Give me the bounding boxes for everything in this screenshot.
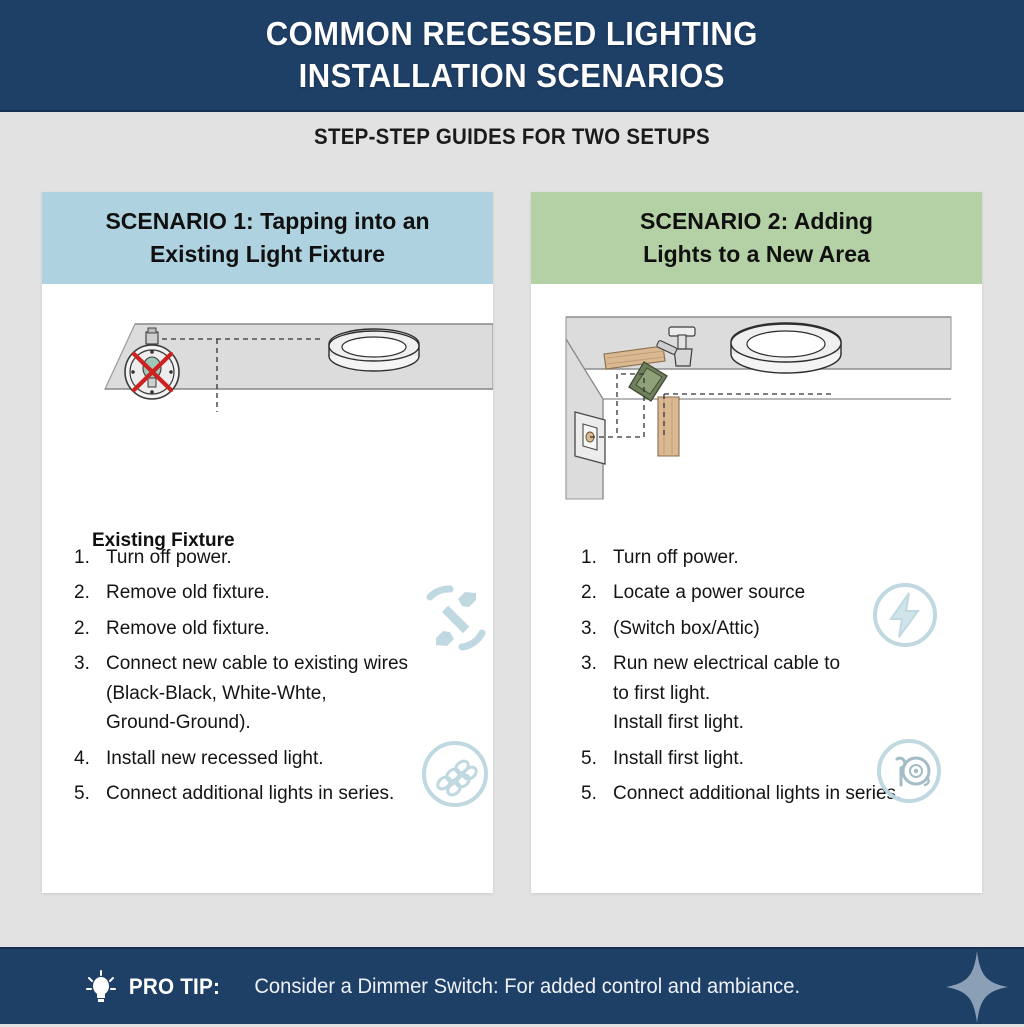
step-item: 1. Turn off power.	[571, 543, 964, 572]
step-number: 3.	[581, 653, 597, 675]
step-text: Turn off power.	[106, 547, 232, 568]
electrical-box-icon	[628, 361, 668, 402]
scenario-1-steps: 1. Turn off power. 2. Remove old fixture…	[42, 543, 493, 809]
step-number: 5.	[581, 747, 597, 769]
step-text: Turn off power.	[613, 547, 739, 568]
step-number: 5.	[74, 783, 90, 805]
step-text: Connect new cable to existing wires (Bla…	[106, 653, 409, 734]
step-number: 2.	[74, 617, 90, 639]
step-number: 5.	[581, 783, 597, 805]
step-number: 4.	[74, 747, 90, 769]
step-text: Install first light.	[613, 747, 744, 769]
step-item: 3. Run new electrical cable to to first …	[571, 649, 964, 737]
red-cross-stroke-2	[131, 351, 174, 393]
scenario-2-title-line-2: Lights to a New Area	[643, 241, 870, 267]
existing-fixture-label: Existing Fixture	[92, 530, 235, 551]
step-text: Connect additional lights in series.	[613, 783, 902, 805]
step-number: 2.	[74, 582, 90, 604]
step-item: 2. Remove old fixture.	[64, 614, 475, 643]
step-item: 2. Remove old fixture.	[64, 578, 475, 607]
scenario-2-diagram	[531, 284, 982, 539]
step-item: 3. (Switch box/Attic)	[571, 614, 964, 643]
scenario-2-title: SCENARIO 2: Adding Lights to a New Area	[640, 205, 873, 270]
scenario-2-title-line-1: SCENARIO 2: Adding	[640, 208, 873, 235]
recessed-light-icon	[328, 328, 420, 372]
pro-tip-footer: PRO TIP: Consider a Dimmer Switch: For a…	[0, 947, 1024, 1024]
step-number: 2.	[581, 582, 597, 604]
step-item: 4. Install new recessed light.	[64, 744, 475, 773]
step-item: 5. Install first light.	[571, 744, 964, 773]
step-text: Remove old fixture.	[106, 617, 270, 639]
scenario-2-steps: 1. Turn off power. 2. Locate a power sou…	[531, 543, 982, 809]
scenario-1-diagram: Existing Fixture	[42, 284, 493, 551]
page-header: COMMON RECESSED LIGHTING INSTALLATION SC…	[0, 0, 1024, 112]
step-number: 1.	[581, 547, 597, 568]
scenario-1-title-line-2: Existing Light Fixture	[149, 241, 386, 267]
page-title: COMMON RECESSED LIGHTING INSTALLATION SC…	[266, 13, 758, 97]
step-number: 3.	[74, 653, 90, 675]
scenario-1-header: SCENARIO 1: Tapping into an Existing Lig…	[42, 192, 493, 284]
step-text: Locate a power source	[613, 582, 806, 604]
step-text: Remove old fixture.	[106, 582, 270, 604]
page-title-line-2: INSTALLATION SCENARIOS	[298, 57, 726, 94]
step-number: 1.	[74, 547, 90, 568]
step-text: Run new electrical cable to to first lig…	[613, 653, 841, 734]
step-text: Install new recessed light.	[106, 747, 324, 769]
step-item: 2. Locate a power source	[571, 578, 964, 607]
page-title-line-1: COMMON RECESSED LIGHTING	[265, 14, 759, 52]
existing-fixture-icon	[124, 327, 180, 400]
cable-route-dashed	[590, 373, 831, 438]
step-item: 5. Connect additional lights in series.	[64, 779, 475, 808]
step-item: 3. Connect new cable to existing wires (…	[64, 649, 475, 737]
step-text: Connect additional lights in series.	[106, 783, 395, 805]
scenario-1-card: SCENARIO 1: Tapping into an Existing Lig…	[42, 192, 493, 893]
scenario-1-title: SCENARIO 1: Tapping into an Existing Lig…	[105, 205, 429, 270]
step-item: 5. Connect additional lights in series.	[571, 779, 964, 808]
scenario-2-header: SCENARIO 2: Adding Lights to a New Area	[531, 192, 982, 284]
switch-plate-icon	[574, 411, 606, 465]
sparkle-icon	[946, 951, 1008, 1023]
lightbulb-icon	[86, 969, 116, 1002]
step-item: 1. Turn off power.	[64, 543, 475, 572]
step-text: (Switch box/Attic)	[613, 617, 760, 639]
scenario-2-card: SCENARIO 2: Adding Lights to a New Area	[531, 192, 982, 893]
wood-stud-vertical	[657, 396, 680, 457]
page-subtitle: STEP-STEP GUIDES FOR TWO SETUPS	[314, 124, 710, 149]
hammer-icon	[656, 326, 696, 367]
recessed-light-icon	[730, 322, 842, 374]
step-number: 3.	[581, 617, 597, 639]
existing-fixture-illustration	[104, 323, 493, 412]
pro-tip-text: Consider a Dimmer Switch: For added cont…	[254, 974, 801, 998]
wood-joist-horizontal	[603, 345, 666, 370]
scenario-1-title-line-1: SCENARIO 1: Tapping into an	[105, 208, 430, 235]
new-area-illustration	[565, 316, 952, 500]
pro-tip-label: PRO TIP:	[128, 973, 221, 999]
